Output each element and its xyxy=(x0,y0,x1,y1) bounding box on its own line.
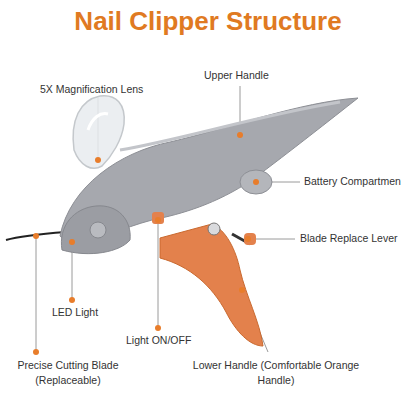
pointer-dot xyxy=(33,233,39,239)
part-label: Upper Handle xyxy=(204,68,269,83)
pointer-dot xyxy=(69,297,75,303)
spring xyxy=(208,223,220,235)
pointer-dot xyxy=(155,325,161,331)
pointer-dot xyxy=(239,287,245,293)
part-label: Battery Compartmen xyxy=(304,174,401,189)
part-label: Light ON/OFF xyxy=(126,333,191,348)
pointer-dot xyxy=(253,179,259,185)
leader-line xyxy=(36,236,37,352)
leader-line xyxy=(158,220,159,328)
pointer-dots xyxy=(33,132,251,355)
pointer-dot xyxy=(155,217,161,223)
clipper-head xyxy=(61,206,130,254)
upper-handle xyxy=(60,98,358,250)
pointer-dot xyxy=(69,239,75,245)
part-label: LED Light xyxy=(52,305,98,320)
handle-highlight xyxy=(120,102,340,150)
pointer-dot xyxy=(95,157,101,163)
part-label: Blade Replace Lever xyxy=(300,231,397,246)
pivot xyxy=(90,222,106,238)
lower-handle xyxy=(160,224,263,346)
part-label: Precise Cutting Blade (Replaceable) xyxy=(4,358,132,388)
title: Nail Clipper Structure xyxy=(0,6,416,37)
blade-lever xyxy=(244,233,256,245)
part-label: 5X Magnification Lens xyxy=(40,82,143,97)
pointer-dot xyxy=(245,236,251,242)
lens-glare xyxy=(88,114,108,130)
battery-compartment xyxy=(240,170,272,194)
part-label: Lower Handle (Comfortable Orange Handle) xyxy=(186,358,366,388)
pointer-dot xyxy=(237,132,243,138)
magnifier-lens xyxy=(73,96,124,169)
light-switch xyxy=(152,212,164,224)
pointer-dot xyxy=(33,349,39,355)
cord xyxy=(6,232,66,240)
